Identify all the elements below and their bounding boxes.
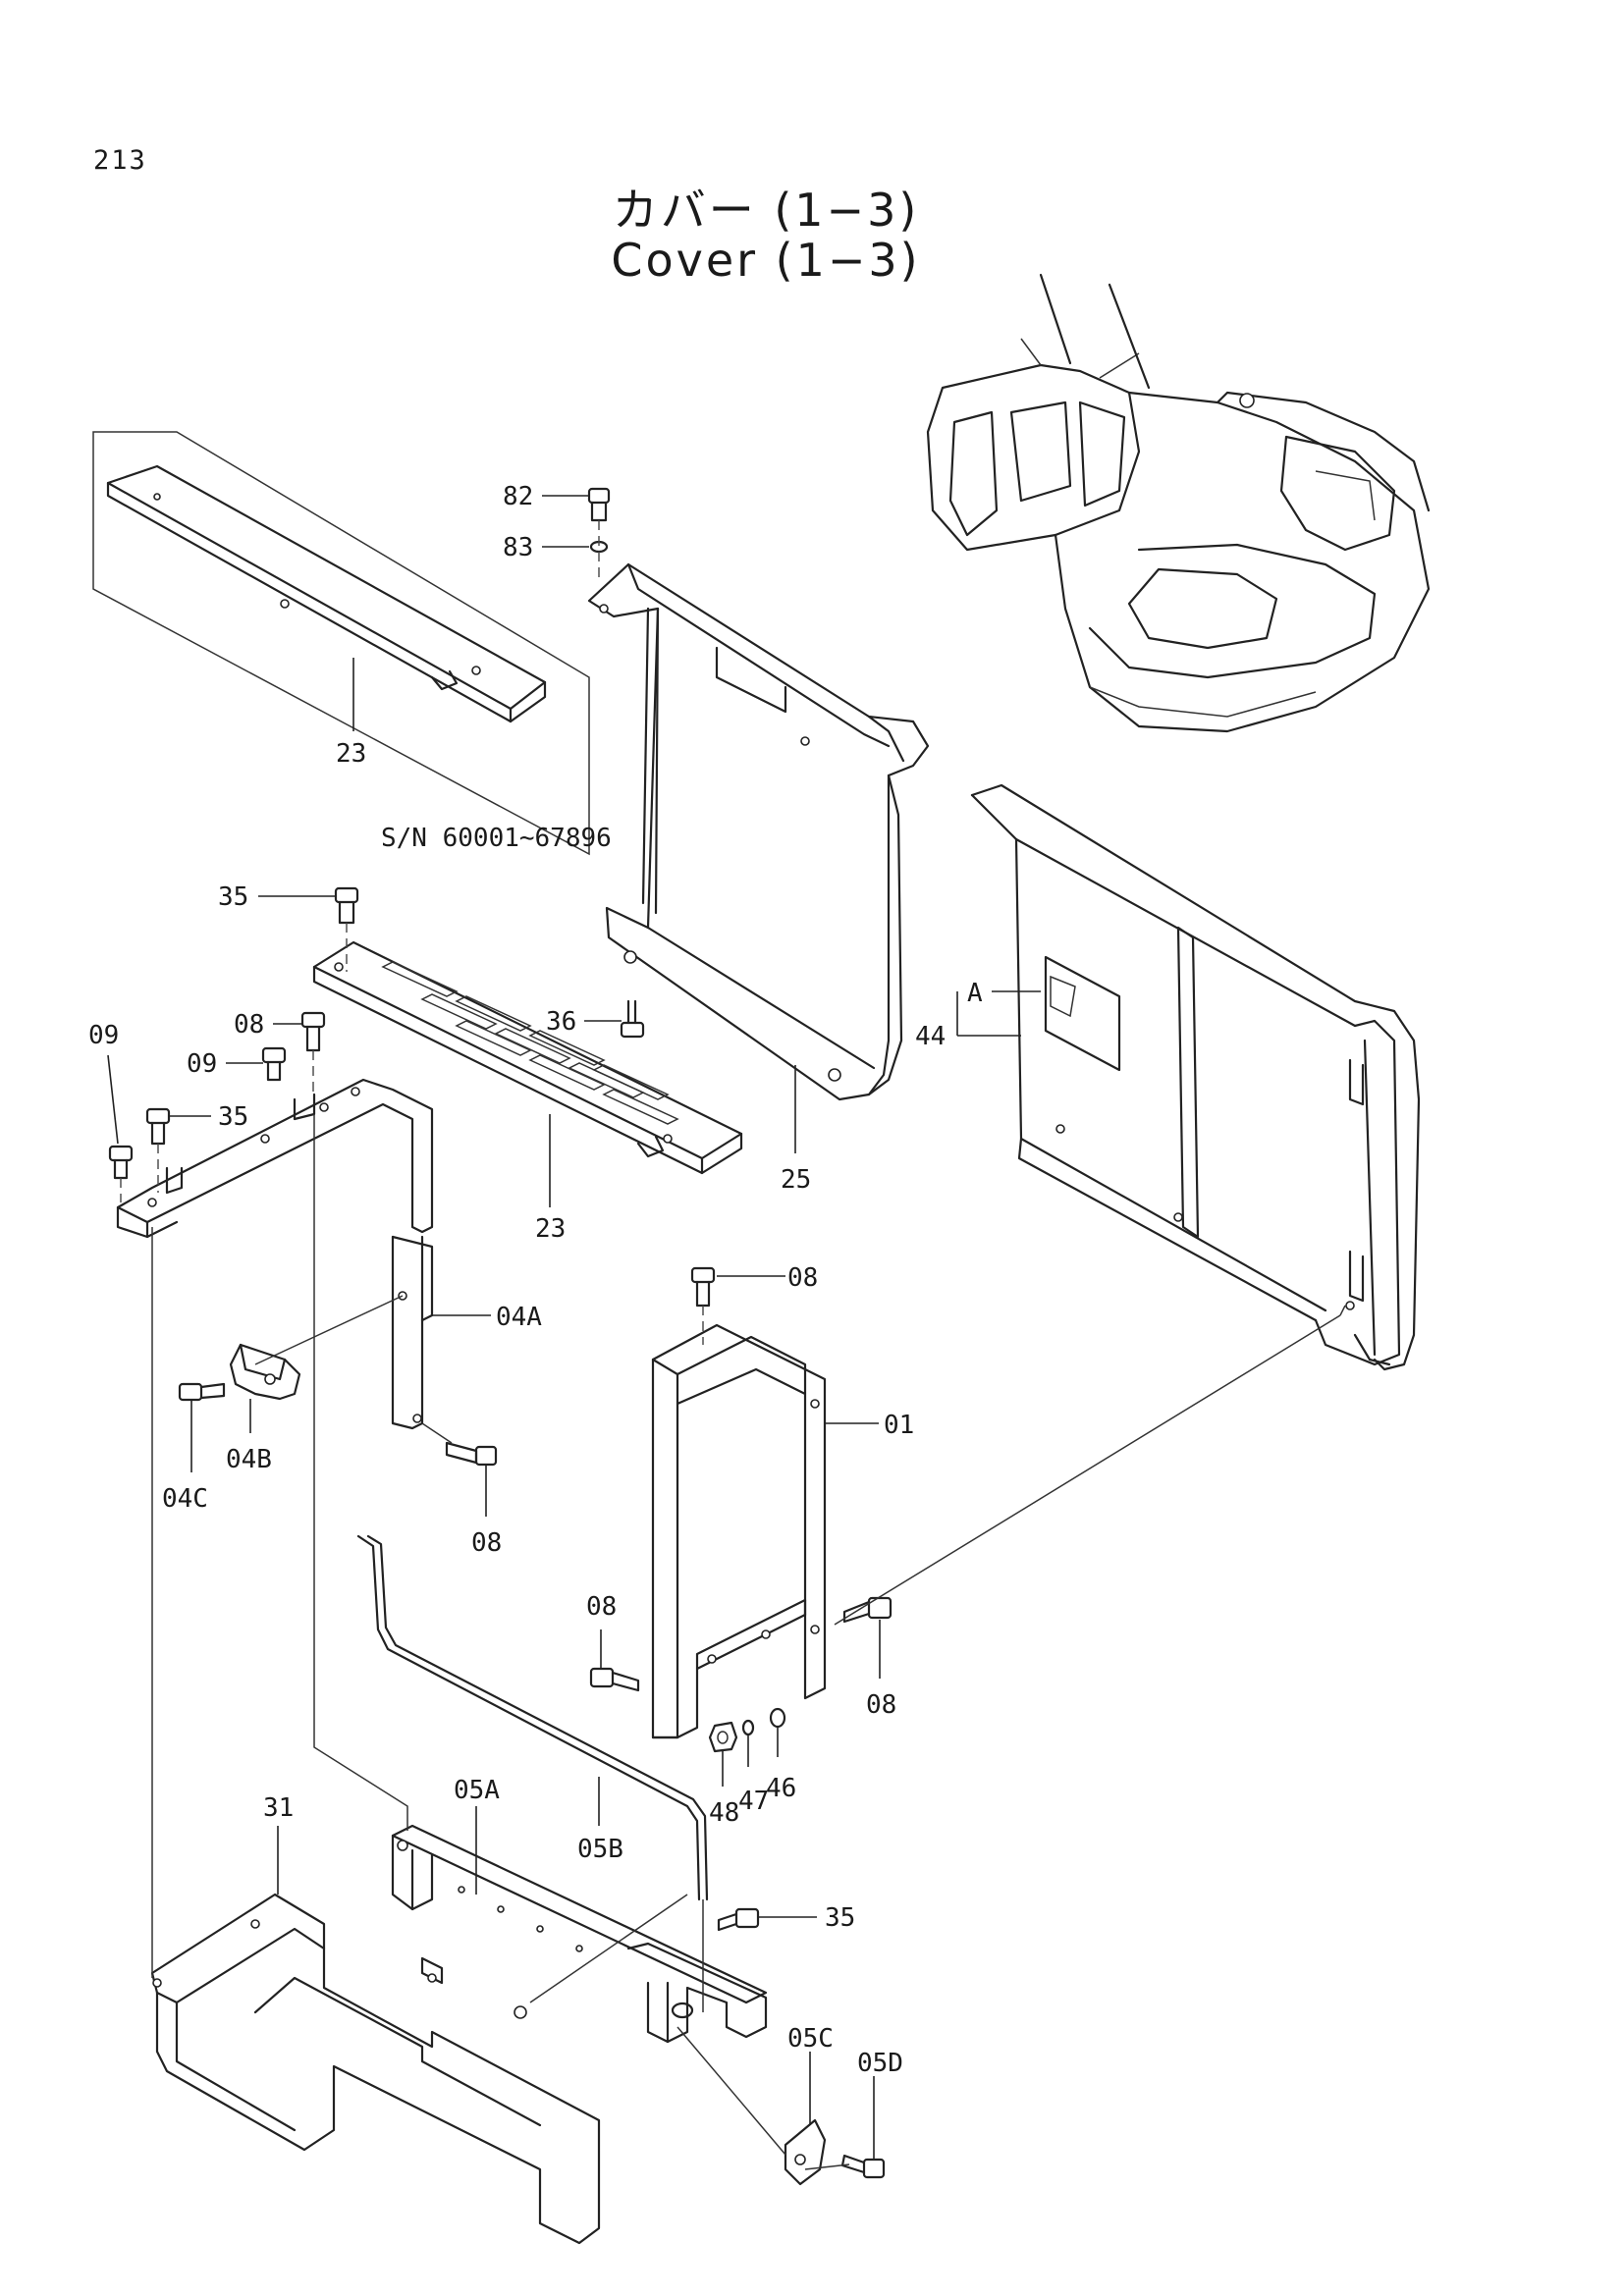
callout-04A: 04A xyxy=(496,1303,542,1332)
callout-35-lower: 35 xyxy=(825,1903,855,1933)
callout-A: A xyxy=(967,979,983,1008)
callout-05A: 05A xyxy=(454,1776,500,1805)
callout-09-mid: 09 xyxy=(187,1049,217,1079)
inset-serial-note: S/N 60001∼67896 xyxy=(381,824,612,853)
bolt-05D xyxy=(840,2154,886,2179)
rod-05B xyxy=(356,1534,709,1901)
callout-05C: 05C xyxy=(787,2024,834,2054)
serial-number-inset xyxy=(92,431,590,856)
vent-plate-23 xyxy=(312,940,743,1175)
callout-01: 01 xyxy=(884,1411,914,1440)
bracket-04A xyxy=(391,1235,434,1430)
callout-05B: 05B xyxy=(577,1835,623,1864)
bracket-04B xyxy=(229,1343,301,1401)
callout-08-upper: 08 xyxy=(234,1010,264,1040)
excavator-locator-sketch xyxy=(926,273,1431,733)
bolt-08-left-01 xyxy=(589,1667,640,1692)
callout-04C: 04C xyxy=(162,1484,208,1514)
page-title-english: Cover (1−3) xyxy=(611,234,921,287)
callout-47: 47 xyxy=(738,1787,769,1816)
alignment-lines xyxy=(151,1114,1346,2170)
lower-cover-31 xyxy=(150,1893,601,2245)
bolt-35-lower xyxy=(717,1907,760,1932)
callout-36: 36 xyxy=(546,1007,576,1037)
side-cover-44 xyxy=(970,783,1421,1371)
leader-lines xyxy=(107,495,1041,2160)
callout-23-plate: 23 xyxy=(535,1214,566,1244)
bolt-08-04A xyxy=(445,1441,498,1467)
washer-46 xyxy=(769,1707,786,1729)
callout-48: 48 xyxy=(709,1798,739,1828)
nut-48 xyxy=(708,1721,738,1753)
bolt-35-left xyxy=(145,1107,171,1146)
callout-08-top-01: 08 xyxy=(787,1263,818,1293)
callout-05D: 05D xyxy=(857,2049,903,2078)
support-bracket-frame xyxy=(116,1078,434,1239)
frame-01 xyxy=(651,1323,827,1739)
callout-23-inset: 23 xyxy=(336,739,366,769)
bolt-08-top-01 xyxy=(690,1266,716,1308)
callout-83: 83 xyxy=(503,533,533,562)
callout-44: 44 xyxy=(915,1022,946,1051)
washer-47 xyxy=(741,1719,755,1736)
bolt-82 xyxy=(587,487,611,522)
bolt-09-mid xyxy=(261,1046,287,1082)
bolt-08-right-01 xyxy=(842,1596,893,1624)
callout-35-top: 35 xyxy=(218,882,248,912)
callout-25: 25 xyxy=(781,1165,811,1195)
plate-05C xyxy=(784,2118,827,2186)
page-number: 213 xyxy=(93,145,147,176)
callout-82: 82 xyxy=(503,482,533,511)
bolt-08-upper xyxy=(300,1011,326,1052)
bolt-36 xyxy=(620,999,645,1039)
callout-46: 46 xyxy=(766,1774,796,1803)
bolt-35-top xyxy=(334,886,359,925)
callout-35-left: 35 xyxy=(218,1102,248,1132)
callout-31: 31 xyxy=(263,1793,294,1823)
support-rail-05A xyxy=(391,1824,768,2044)
page-title-japanese: カバー (1−3) xyxy=(612,184,920,237)
callout-08-left-01: 08 xyxy=(586,1592,617,1622)
callout-04B: 04B xyxy=(226,1445,272,1474)
bolt-04C xyxy=(178,1382,226,1402)
bolt-09-left xyxy=(108,1145,134,1180)
callout-08-right-01: 08 xyxy=(866,1690,896,1720)
callout-09-left: 09 xyxy=(88,1021,119,1050)
cover-panel-25 xyxy=(587,562,930,1101)
callout-08-04A: 08 xyxy=(471,1528,502,1558)
